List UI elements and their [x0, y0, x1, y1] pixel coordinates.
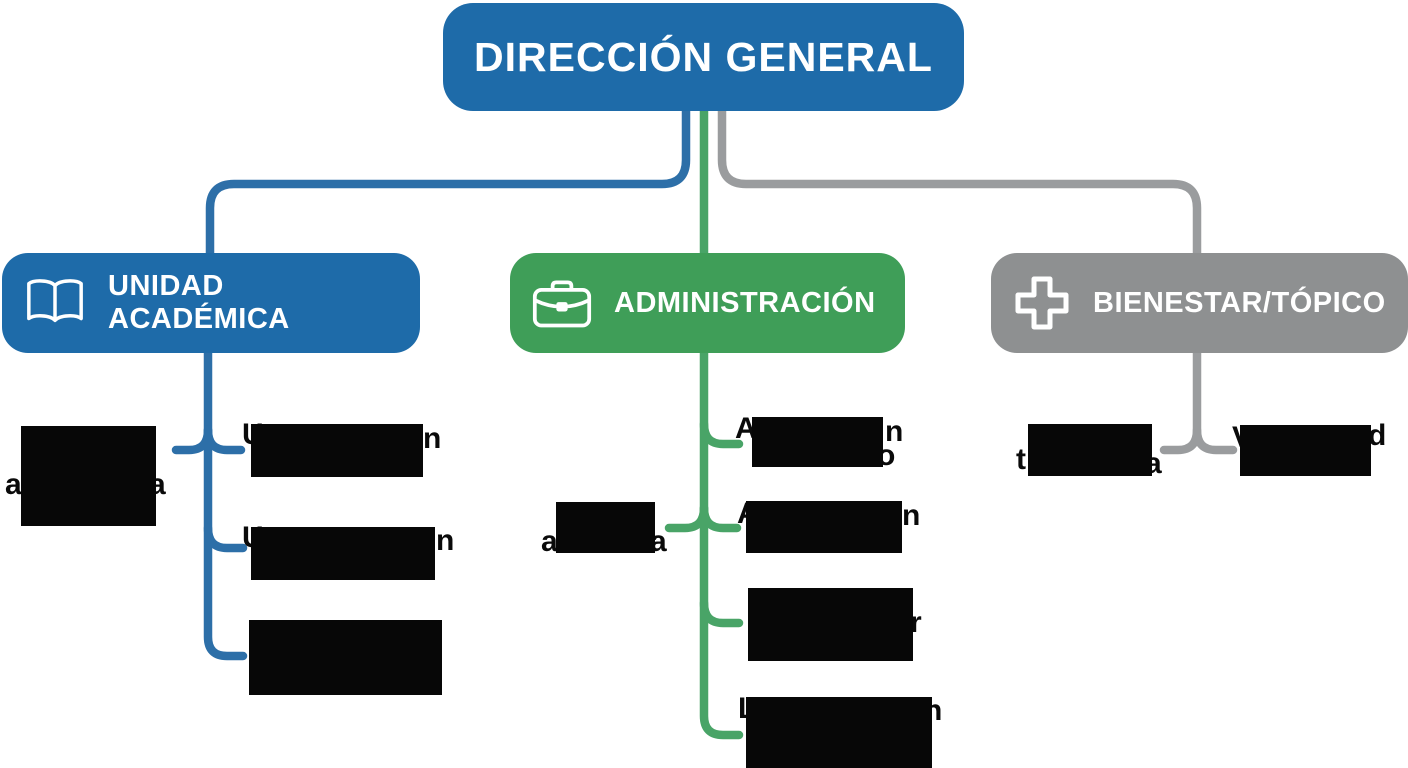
redacted-node-academica-child1	[251, 424, 423, 477]
node-direccion-general-label: DIRECCIÓN GENERAL	[474, 33, 933, 80]
redacted-node-administracion-child3	[748, 588, 913, 661]
connector-administracion-spine	[699, 348, 744, 740]
fragment-admin-child1-tail: n	[885, 415, 904, 448]
connector-academica-arm-left	[171, 425, 213, 455]
node-unidad-academica: UNIDAD ACADÉMICA	[2, 253, 420, 353]
connector-academica-arm-right1	[203, 425, 246, 455]
fragment-admin-aux-prefix: a	[541, 525, 558, 558]
fragment-admin-child1-lead: A	[735, 412, 757, 445]
connector-administracion-arm2-right	[699, 503, 742, 533]
redacted-node-administracion-child2	[746, 501, 902, 553]
connector-academica-arm-right2	[203, 523, 248, 553]
redacted-node-academica-child3	[249, 620, 442, 695]
connector-academica-spine	[203, 348, 248, 661]
redacted-node-bienestar-right	[1240, 425, 1371, 476]
connector-administracion-arm1	[699, 419, 744, 449]
connector-root-to-bienestar	[717, 105, 1202, 260]
fragment-admin-child3-tail: r	[910, 606, 922, 639]
fragment-admin-child2-tail: n	[902, 499, 921, 532]
redacted-node-academica-child2	[251, 527, 435, 580]
fragment-bienestar-right-tail: d	[1368, 419, 1387, 452]
connector-bienestar-right	[1192, 425, 1238, 455]
node-administracion-label: ADMINISTRACIÓN	[614, 286, 876, 319]
connector-administracion-arm2-left	[664, 503, 709, 533]
redacted-node-administracion-child1	[752, 417, 883, 467]
connector-administracion-arm3	[699, 598, 744, 628]
node-administracion: ADMINISTRACIÓN	[510, 253, 905, 353]
node-unidad-academica-label: UNIDAD ACADÉMICA	[108, 270, 290, 335]
connector-bienestar-left	[1159, 348, 1202, 455]
redacted-node-administracion-child4	[746, 697, 932, 768]
redacted-node-academica-side	[21, 426, 156, 526]
fragment-acad-child1-tail: n	[423, 422, 442, 455]
connector-root-to-academica	[205, 105, 691, 260]
node-direccion-general: DIRECCIÓN GENERAL	[443, 3, 964, 111]
open-book-icon	[24, 276, 86, 330]
redacted-node-administracion-side	[556, 502, 655, 553]
medical-cross-icon	[1013, 274, 1071, 332]
fragment-bienestar-left-lead: t	[1016, 443, 1026, 476]
node-bienestar-topico-label: BIENESTAR/TÓPICO	[1093, 286, 1386, 319]
briefcase-icon	[532, 277, 592, 329]
fragment-acad-left-prefix: a	[5, 468, 22, 501]
node-bienestar-topico: BIENESTAR/TÓPICO	[991, 253, 1408, 353]
fragment-acad-child2-tail: n	[436, 524, 455, 557]
redacted-node-bienestar-left	[1028, 424, 1152, 476]
